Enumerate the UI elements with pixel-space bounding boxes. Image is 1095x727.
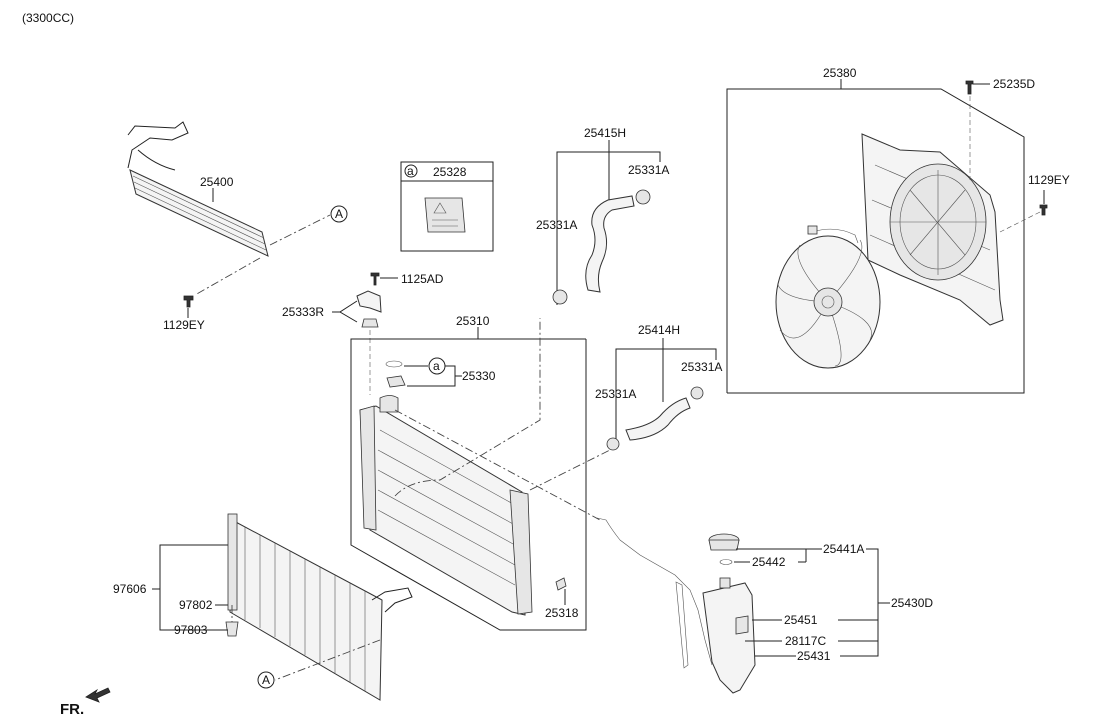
engine-label: (3300CC) (22, 11, 74, 25)
fan-shroud-assembly: 25380 25235D 1129EY (726, 66, 1070, 394)
label-25331A-4: 25331A (595, 387, 636, 401)
front-direction-indicator: FR. (60, 687, 111, 718)
circle-a-cap: a (433, 359, 440, 373)
label-28117C: 28117C (785, 634, 826, 648)
label-25333R: 25333R (282, 305, 324, 319)
label-25328: 25328 (433, 165, 467, 179)
label-25441A: 25441A (823, 542, 864, 556)
reference-mark-A-bottom: A (257, 671, 275, 689)
label-25331A-1: 25331A (628, 163, 669, 177)
svg-text:A: A (335, 207, 343, 221)
radiator-group: 25310 25318 (350, 314, 611, 631)
reference-mark-A-top: A (330, 205, 348, 223)
label-25414H: 25414H (638, 323, 680, 337)
label-25330: 25330 (462, 369, 496, 383)
front-arrow-icon (85, 687, 111, 703)
oil-cooler-group: 25400 1129EY (127, 121, 331, 332)
label-1129EY-oil-cooler: 1129EY (163, 318, 205, 332)
reservoir-group: 25441A 25442 25430D 25451 28117C 25431 (596, 517, 933, 694)
label-25331A-3: 25331A (681, 360, 722, 374)
label-97803: 97803 (174, 623, 208, 637)
svg-text:A: A (262, 673, 270, 687)
label-25318: 25318 (545, 606, 579, 620)
label-1129EY-fan: 1129EY (1028, 173, 1070, 187)
label-25431: 25431 (797, 649, 831, 663)
label-97606: 97606 (113, 582, 147, 596)
label-25235D: 25235D (993, 77, 1035, 91)
label-25400: 25400 (200, 175, 234, 189)
label-25415H: 25415H (584, 126, 626, 140)
label-25451: 25451 (784, 613, 818, 627)
circle-a-box: a (407, 164, 414, 178)
upper-hose-group: 25415H 25331A 25331A (536, 126, 669, 305)
label-25442: 25442 (752, 555, 786, 569)
label-97802: 97802 (179, 598, 213, 612)
label-25380: 25380 (823, 66, 857, 80)
label-1125AD: 1125AD (401, 272, 444, 286)
lower-hose-group: 25414H 25331A 25331A (595, 323, 722, 451)
front-label: FR. (60, 701, 84, 718)
label-25331A-2: 25331A (536, 218, 577, 232)
cap-label-box: a 25328 (400, 161, 494, 252)
label-25310: 25310 (456, 314, 490, 328)
condenser-group: 97606 97802 97803 (113, 513, 413, 701)
label-25430D: 25430D (891, 596, 933, 610)
warning-decal-icon (424, 197, 466, 233)
radiator-cap-group: a 1125AD 25333R 25330 (282, 272, 496, 395)
